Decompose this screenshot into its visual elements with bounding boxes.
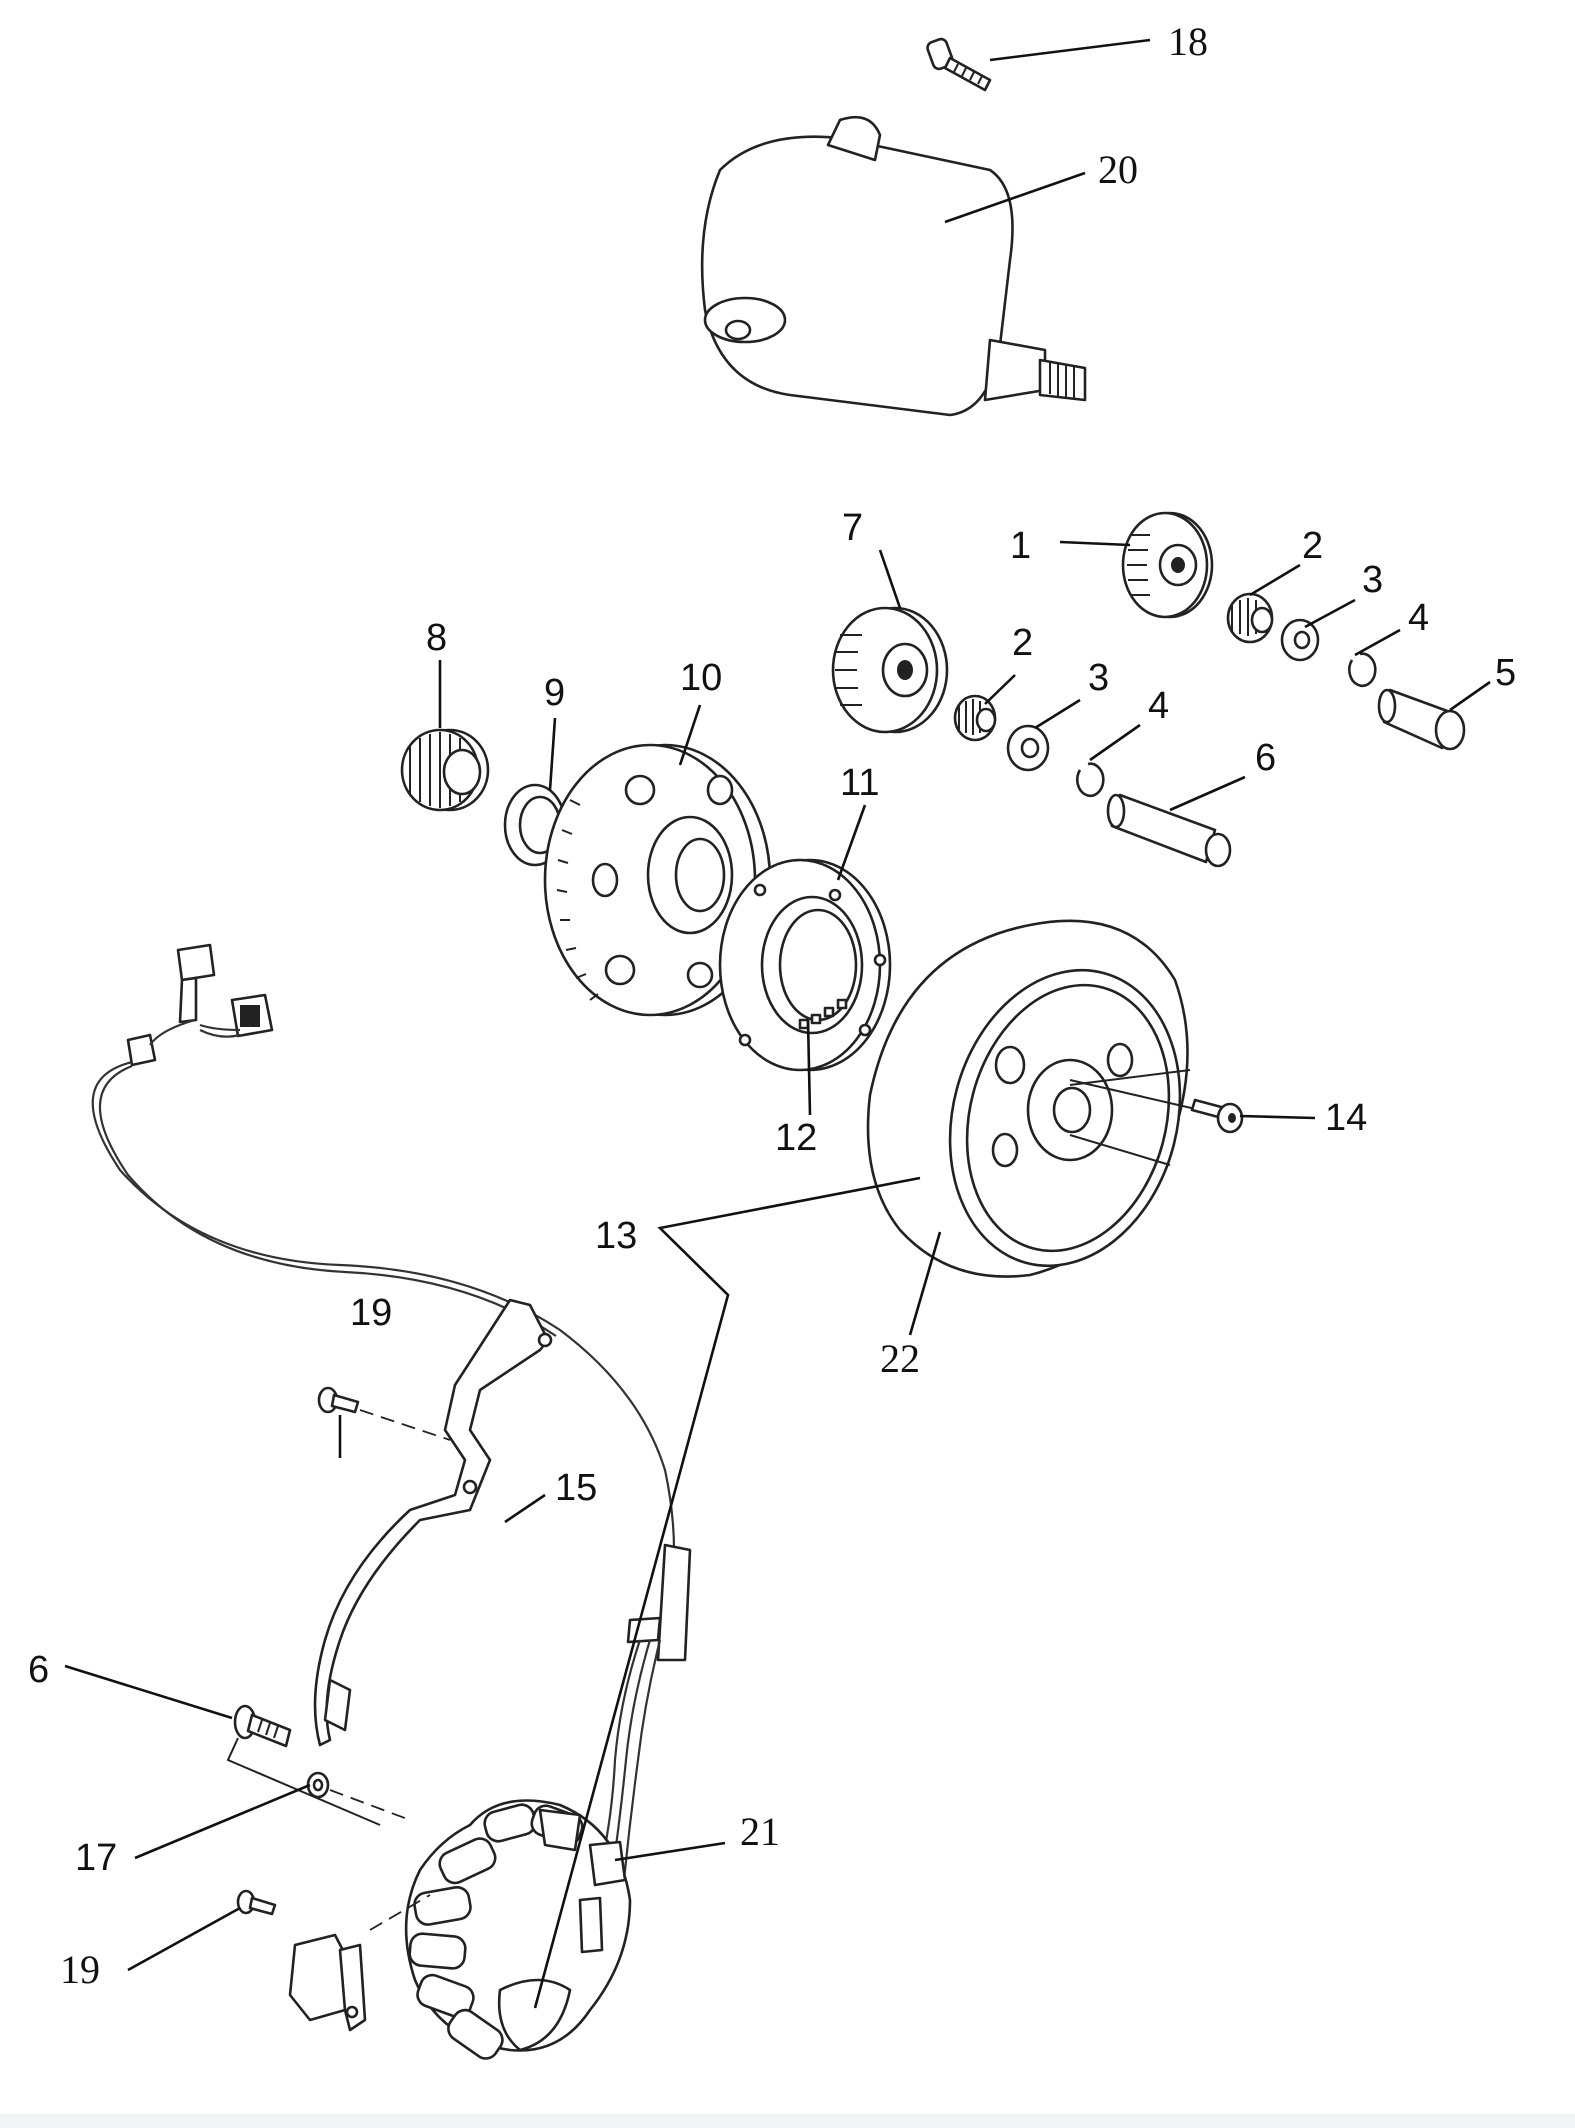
washer-17 xyxy=(306,1771,411,1821)
needle-bearing-2-lower xyxy=(953,694,997,742)
label-10: 10 xyxy=(680,657,722,699)
label-19-upper: 19 xyxy=(350,1292,392,1334)
label-9: 9 xyxy=(544,672,565,714)
label-22: 22 xyxy=(880,1336,920,1381)
circlip-4-lower xyxy=(1076,762,1105,798)
pickup-coil xyxy=(288,1894,431,2032)
label-4-upper: 4 xyxy=(1408,597,1429,639)
label-18: 18 xyxy=(1168,19,1208,64)
bottom-band xyxy=(0,2114,1575,2128)
label-5: 5 xyxy=(1495,652,1516,694)
gear-7 xyxy=(831,606,949,734)
label-3-upper: 3 xyxy=(1362,559,1383,601)
label-2-upper: 2 xyxy=(1302,525,1323,567)
bolt-14 xyxy=(1190,1098,1244,1134)
shaft-5 xyxy=(1377,688,1466,751)
one-way-clutch-11 xyxy=(718,858,892,1072)
screw-19-lower xyxy=(236,1889,277,1916)
pickup-bracket-15 xyxy=(313,1298,553,1747)
needle-bearing-2-upper xyxy=(1226,592,1274,644)
starter-motor-20 xyxy=(700,115,1087,417)
label-20: 20 xyxy=(1098,147,1138,192)
label-6-upper: 6 xyxy=(1255,737,1276,779)
gear-1 xyxy=(1121,511,1214,619)
bolt-6-lower xyxy=(226,1704,381,1826)
wiring-harness xyxy=(91,943,692,1881)
label-2-lower: 2 xyxy=(1012,622,1033,664)
screw-19-upper xyxy=(317,1386,451,1441)
bearing-8 xyxy=(400,728,490,812)
label-17: 17 xyxy=(75,1837,117,1879)
label-15: 15 xyxy=(555,1467,597,1509)
circlip-4-upper xyxy=(1348,652,1377,688)
leader-lines xyxy=(64,38,1491,2009)
flywheel-rotor-22 xyxy=(866,919,1201,1278)
label-6-lower: 6 xyxy=(28,1649,49,1691)
driven-gear-10 xyxy=(543,743,772,1017)
label-7: 7 xyxy=(842,507,863,549)
label-14: 14 xyxy=(1325,1097,1367,1139)
label-12: 12 xyxy=(775,1117,817,1159)
label-8: 8 xyxy=(426,617,447,659)
label-13: 13 xyxy=(595,1215,637,1257)
washer-3-upper xyxy=(1280,618,1320,662)
label-19-lower: 19 xyxy=(60,1947,100,1992)
washer-3-lower xyxy=(1006,724,1050,772)
stator-21 xyxy=(404,1799,632,2060)
label-3-lower: 3 xyxy=(1088,657,1109,699)
label-1: 1 xyxy=(1010,525,1031,567)
callout-labels: 18 20 1 2 3 4 5 7 2 3 4 6 8 9 10 11 12 1… xyxy=(28,19,1516,1992)
bolt-18 xyxy=(926,37,992,92)
pin-6-upper xyxy=(1106,793,1232,868)
label-11: 11 xyxy=(840,762,879,804)
label-4-lower: 4 xyxy=(1148,685,1169,727)
label-21: 21 xyxy=(740,1809,780,1854)
